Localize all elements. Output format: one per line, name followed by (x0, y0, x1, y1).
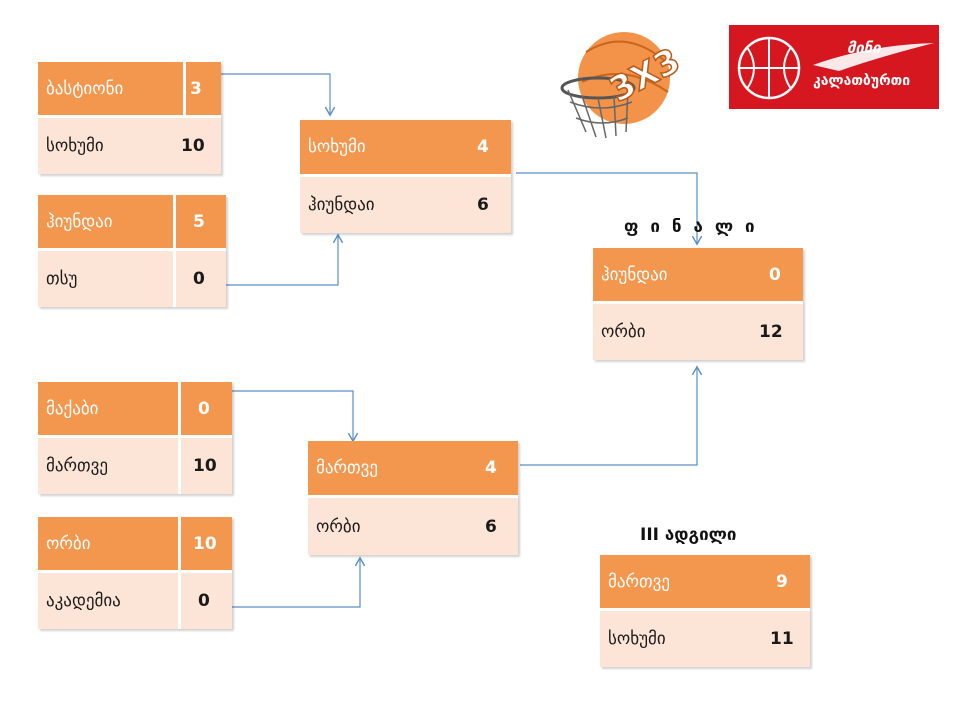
match-row-team1: ჰიუნდაი 0 (593, 248, 803, 304)
match-row-team2: მართვე 10 (38, 438, 232, 494)
match-final: ჰიუნდაი 0 ორბი 12 (593, 248, 803, 360)
team-score: 10 (193, 456, 217, 476)
connector-qf2-sf1 (226, 236, 338, 286)
team-score: 6 (485, 516, 497, 537)
team-score: 11 (770, 629, 794, 649)
match-sf2: მართვე 4 ორბი 6 (308, 441, 518, 555)
match-qf2: ჰიუნდაი 5 თსუ 0 (38, 195, 226, 307)
team-score: 0 (198, 591, 210, 611)
match-row-team2: ორბი 12 (593, 304, 803, 360)
match-row-team2: სოხუმი 10 (38, 118, 221, 174)
match-row-team1: მაქაბი 0 (38, 382, 232, 438)
match-row-team1: ბასტიონი 3 (38, 62, 221, 118)
team-name: მაქაბი (46, 398, 99, 419)
team-name: ბასტიონი (46, 78, 124, 99)
column-divider (178, 573, 181, 629)
match-row-team1: ჰიუნდაი 5 (38, 195, 226, 251)
match-row-team2: თსუ 0 (38, 251, 226, 307)
team-name: ორბი (316, 516, 361, 537)
column-divider (178, 438, 181, 494)
match-row-team1: ორბი 10 (38, 517, 232, 573)
match-row-team1: სოხუმი 4 (300, 120, 511, 177)
team-name: მართვე (316, 458, 379, 478)
team-name: აკადემია (46, 591, 121, 611)
column-divider (178, 382, 181, 435)
match-row-team2: ორბი 6 (308, 498, 518, 555)
team-name: ჰიუნდაი (601, 264, 668, 285)
third-place-title: III ადგილი (640, 525, 737, 545)
team-name: სოხუმი (608, 629, 666, 649)
column-divider (173, 195, 176, 248)
match-row-team2: სოხუმი 11 (600, 611, 810, 667)
match-qf1: ბასტიონი 3 სოხუმი 10 (38, 62, 221, 174)
team-name: სოხუმი (308, 136, 366, 157)
team-name: თსუ (46, 269, 78, 289)
team-score: 12 (759, 322, 783, 342)
match-row-team2: აკადემია 0 (38, 573, 232, 629)
team-name: ორბი (601, 322, 646, 342)
team-score: 6 (477, 194, 489, 215)
match-qf3: მაქაბი 0 მართვე 10 (38, 382, 232, 494)
team-score: 5 (193, 211, 205, 232)
column-divider (178, 517, 181, 570)
team-name: სოხუმი (46, 136, 104, 156)
match-row-team1: მართვე 4 (308, 441, 518, 498)
match-third-place: მართვე 9 სოხუმი 11 (600, 555, 810, 667)
connector-sf1-final (516, 172, 697, 243)
event-logo-3x3: 3X3 (556, 22, 688, 156)
column-divider (173, 251, 176, 307)
match-row-team2: ჰიუნდაი 6 (300, 176, 511, 233)
team-name: ორბი (46, 533, 91, 554)
team-score: 10 (193, 533, 217, 554)
team-name: ჰიუნდაი (46, 211, 113, 232)
team-score: 4 (477, 136, 489, 157)
mini-basketball-logo: მინი კალათბურთი (729, 25, 939, 109)
connector-qf1-sf1 (221, 73, 330, 114)
basketball-hoop-icon: 3X3 (560, 32, 688, 139)
column-divider (183, 62, 186, 115)
team-score: 9 (776, 571, 788, 592)
team-name: მართვე (608, 571, 671, 592)
match-sf1: სოხუმი 4 ჰიუნდაი 6 (300, 120, 511, 233)
basketball-icon (737, 36, 934, 100)
team-score: 0 (193, 269, 205, 289)
final-title: ფ ი ნ ა ლ ი (624, 217, 758, 237)
brand-line2: კალათბურთი (813, 73, 911, 89)
match-qf4: ორბი 10 აკადემია 0 (38, 517, 232, 629)
connector-sf2-final (520, 368, 697, 466)
team-score: 3 (190, 78, 202, 99)
match-row-team1: მართვე 9 (600, 555, 810, 611)
connector-qf4-sf2 (232, 559, 360, 608)
team-score: 0 (198, 398, 210, 419)
team-score: 4 (485, 458, 497, 478)
connector-qf3-sf2 (232, 390, 353, 440)
team-name: ჰიუნდაი (308, 194, 375, 215)
team-name: მართვე (46, 456, 109, 476)
team-score: 10 (181, 136, 205, 156)
brand-line1: მინი (847, 39, 881, 57)
team-score: 0 (769, 264, 781, 285)
